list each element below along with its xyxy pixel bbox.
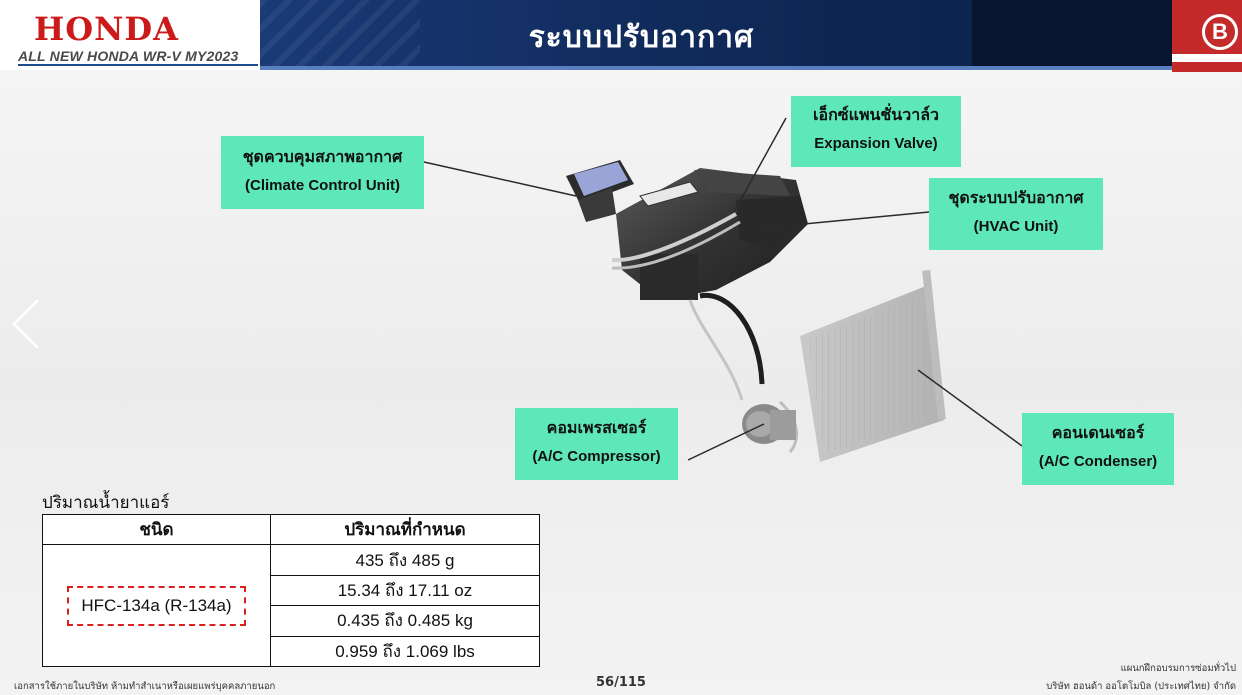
- title-band-pattern: [260, 0, 420, 66]
- previous-slide-button[interactable]: [8, 296, 48, 352]
- model-subtitle: ALL NEW HONDA WR-V MY2023: [18, 48, 239, 64]
- corner-white-strip: [1172, 54, 1242, 62]
- callout-compressor-en: (A/C Compressor): [532, 448, 661, 465]
- amount-cell: 435 ถึง 485 g: [270, 544, 540, 576]
- title-band-line: [260, 66, 1172, 70]
- compressor-part: [742, 404, 796, 444]
- callout-hvac-th: ชุดระบบปรับอากาศ: [948, 188, 1084, 207]
- table-header-row: ชนิด ปริมาณที่กำหนด: [42, 513, 540, 546]
- footer-company: บริษัท ฮอนด้า ออโตโมบิล (ประเทศไทย) จำกั…: [1046, 681, 1236, 692]
- title-band-dark: [972, 0, 1172, 66]
- callout-condenser-th: คอนเดนเซอร์: [1051, 423, 1145, 442]
- callout-hvac-unit: ชุดระบบปรับอากาศ (HVAC Unit): [929, 178, 1103, 250]
- amount-cell: 0.959 ถึง 1.069 lbs: [270, 635, 540, 668]
- refrigerant-table-caption: ปริมาณน้ำยาแอร์: [42, 493, 170, 513]
- brand-block: HONDA ALL NEW HONDA WR-V MY2023: [0, 0, 260, 70]
- callout-climate-en: (Climate Control Unit): [245, 177, 400, 194]
- callout-expansion-en: Expansion Valve): [814, 135, 938, 152]
- table-row: 15.34 ถึง 17.11 oz: [43, 574, 540, 607]
- leader-line-hvac: [761, 211, 930, 229]
- brand-underline: [18, 64, 258, 66]
- circle-b-logo-icon: B: [1202, 14, 1238, 50]
- leader-line-compressor: [687, 423, 765, 461]
- leader-line-climate: [423, 161, 577, 197]
- callout-expansion-th: เอ็กซ์แพนชั่นวาล์ว: [813, 105, 939, 124]
- page-number: 56/115: [596, 675, 646, 690]
- climate-control-unit-part: [566, 160, 634, 222]
- table-row: 0.959 ถึง 1.069 lbs: [43, 635, 540, 668]
- amount-cell: 15.34 ถึง 17.11 oz: [270, 574, 540, 607]
- footer-confidential-note: เอกสารใช้ภายในบริษัท ห้ามทำสำเนาหรือเผยแ…: [14, 681, 276, 692]
- table-row: 0.435 ถึง 0.485 kg: [43, 605, 540, 637]
- title-band: [260, 0, 1172, 66]
- condenser-part: [800, 269, 946, 462]
- leader-line-condenser: [917, 369, 1023, 447]
- refrigerant-type-cell: HFC-134a (R-134a): [42, 544, 271, 667]
- leader-line-expansion: [733, 117, 787, 213]
- page-title: ระบบปรับอากาศ: [528, 20, 754, 55]
- callout-ac-condenser: คอนเดนเซอร์ (A/C Condenser): [1022, 413, 1174, 485]
- slide-header: HONDA ALL NEW HONDA WR-V MY2023 ระบบปรับ…: [0, 0, 1242, 72]
- callout-expansion-valve: เอ็กซ์แพนชั่นวาล์ว Expansion Valve): [791, 96, 961, 167]
- hvac-unit-part: [611, 168, 808, 300]
- refrigerant-table: ชนิด ปริมาณที่กำหนด HFC-134a (R-134a) 43…: [42, 513, 540, 668]
- callout-ac-compressor: คอมเพรสเซอร์ (A/C Compressor): [515, 408, 678, 480]
- callout-condenser-en: (A/C Condenser): [1038, 453, 1158, 470]
- chevron-left-icon: [12, 299, 39, 349]
- callout-climate-control-unit: ชุดควบคุมสภาพอากาศ (Climate Control Unit…: [221, 136, 424, 209]
- header-type: ชนิด: [42, 513, 271, 546]
- callout-climate-th: ชุดควบคุมสภาพอากาศ: [242, 147, 403, 166]
- refrigerant-type-highlight: HFC-134a (R-134a): [67, 585, 246, 626]
- table-row: HFC-134a (R-134a) 435 ถึง 485 g: [42, 544, 540, 667]
- footer-department: แผนกฝึกอบรมการซ่อมทั่วไป: [1120, 663, 1236, 674]
- amount-cell: 0.435 ถึง 0.485 kg: [270, 605, 540, 637]
- honda-logo: HONDA: [34, 10, 179, 48]
- header-amount: ปริมาณที่กำหนด: [270, 513, 540, 546]
- callout-compressor-th: คอมเพรสเซอร์: [546, 418, 647, 437]
- callout-hvac-en: (HVAC Unit): [973, 218, 1059, 235]
